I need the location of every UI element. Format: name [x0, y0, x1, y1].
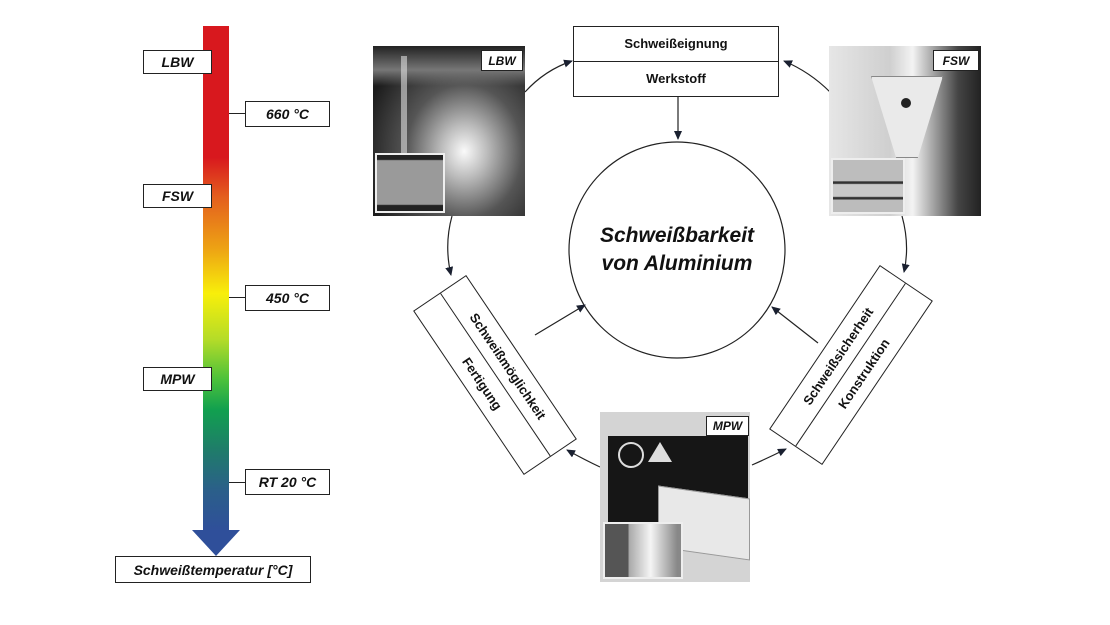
arrow-mpw-to-right	[751, 448, 787, 466]
arrow-right-to-circle	[771, 306, 819, 344]
arrow-left-to-circle	[534, 304, 586, 336]
no-pacemaker-sign-icon	[618, 442, 644, 468]
tick-label-660: 660 °C	[245, 101, 330, 127]
center-title-line1: Schweißbarkeit	[599, 224, 755, 247]
arrow-fsw-to-top	[783, 60, 831, 93]
tick-20	[229, 482, 246, 484]
top-box-lower: Werkstoff	[646, 71, 706, 87]
process-label-fsw: FSW	[143, 184, 212, 208]
fsw-weld-inset	[831, 158, 905, 214]
mpw-photo-label: MPW	[706, 416, 749, 436]
arrow-mpw-to-left	[566, 449, 601, 468]
lbw-weld-inset	[375, 153, 445, 213]
center-circle	[568, 141, 786, 359]
tick-450	[229, 297, 246, 299]
fsw-photo: FSW	[829, 46, 981, 216]
high-voltage-warning-icon	[648, 442, 672, 462]
fsw-photo-label: FSW	[933, 50, 979, 71]
arrow-down-icon	[192, 530, 240, 556]
axis-label: Schweißtemperatur [°C]	[115, 556, 311, 583]
tick-label-rt20: RT 20 °C	[245, 469, 330, 495]
process-label-mpw: MPW	[143, 367, 212, 391]
arrow-lbw-to-left	[445, 215, 454, 276]
mpw-photo: MPW	[600, 412, 750, 582]
lbw-photo: LBW	[373, 46, 525, 216]
center-title: Schweißbarkeit von Aluminium	[577, 222, 777, 278]
lbw-photo-label: LBW	[481, 50, 523, 71]
top-box: Schweißeignung Werkstoff	[573, 26, 779, 97]
tick-660	[229, 113, 246, 115]
temperature-gradient-bar	[203, 26, 229, 531]
mpw-weld-inset	[603, 522, 683, 579]
arrow-fsw-to-right	[901, 215, 910, 273]
arrow-lbw-to-top	[524, 59, 573, 93]
tick-label-450: 450 °C	[245, 285, 330, 311]
process-label-lbw: LBW	[143, 50, 212, 74]
center-title-line2: von Aluminium	[601, 252, 753, 275]
top-box-upper: Schweißeignung	[574, 27, 778, 62]
